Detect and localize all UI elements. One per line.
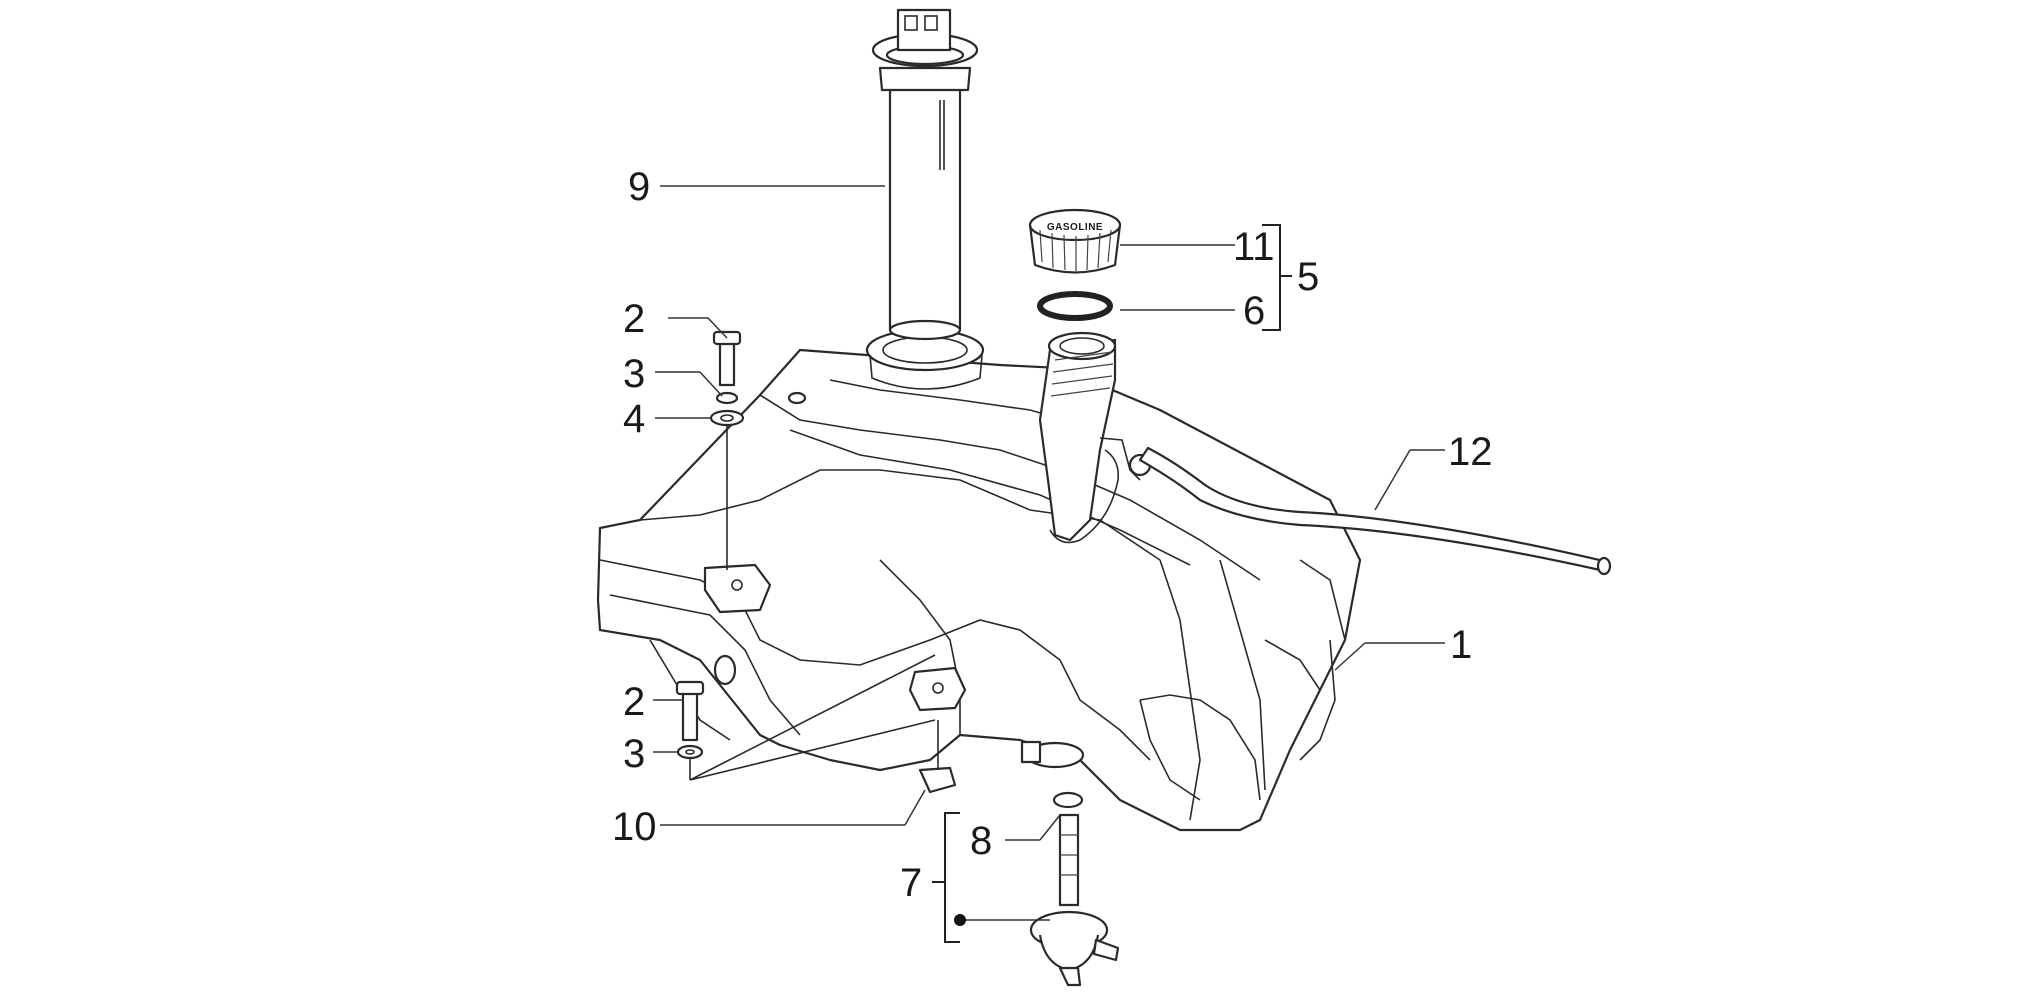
callout-5: 5	[1297, 255, 1319, 299]
drain-hose	[1138, 446, 1612, 576]
callout-9: 9	[628, 165, 650, 209]
hose-clamp	[1020, 740, 1085, 769]
cap-marking: GASOLINE	[1047, 222, 1103, 233]
callout-12: 12	[1448, 430, 1493, 474]
upper-bolt-set	[709, 330, 745, 570]
callout-8: 8	[970, 819, 992, 863]
callout-1: 1	[1450, 623, 1472, 667]
fuel-level-sender	[871, 8, 979, 341]
lower-bolt-set	[675, 654, 936, 781]
callout-3-upper: 3	[623, 352, 645, 396]
fuel-tank-body	[596, 328, 1362, 832]
bracket-5	[1262, 224, 1281, 331]
bracket-7-dot	[954, 914, 966, 926]
clip-nut	[918, 720, 957, 794]
bracket-7	[944, 812, 960, 943]
fuel-tap	[1029, 791, 1120, 987]
callout-7: 7	[900, 861, 922, 905]
callout-2-lower: 2	[623, 680, 645, 724]
leader-lines	[653, 185, 1445, 921]
fuel-cap: GASOLINE	[1028, 208, 1122, 274]
callout-3-lower: 3	[623, 732, 645, 776]
o-ring	[1037, 291, 1113, 321]
callout-labels: 9 11 5 6 2 3 4 12 1 2 3 10 8 7	[612, 165, 1493, 905]
callout-2-upper: 2	[623, 297, 645, 341]
callout-4: 4	[623, 397, 645, 441]
callout-11: 11	[1233, 225, 1275, 269]
callout-10: 10	[612, 805, 657, 849]
callout-6: 6	[1243, 289, 1265, 333]
